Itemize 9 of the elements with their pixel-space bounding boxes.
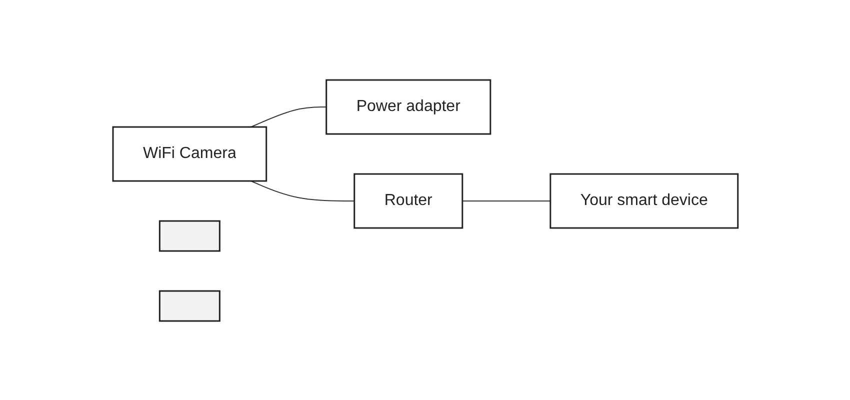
node-box <box>158 290 220 322</box>
node-box: WiFi Camera <box>112 126 267 182</box>
connector <box>250 106 326 127</box>
node-box: Your smart device <box>549 172 738 228</box>
node-box: Power adapter <box>325 78 491 134</box>
connector <box>461 200 550 201</box>
connector <box>250 180 354 201</box>
node-box <box>158 220 220 252</box>
node-box: Router <box>353 172 463 228</box>
